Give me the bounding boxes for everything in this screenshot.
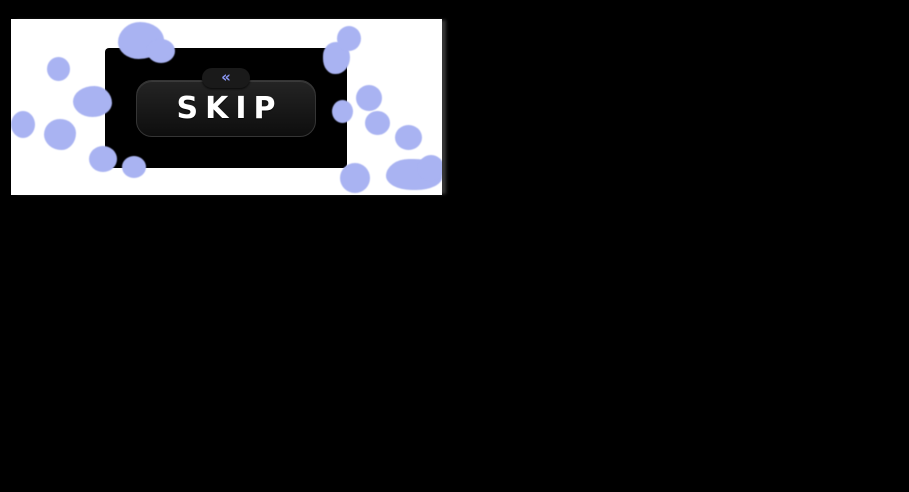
paint-blob [122,156,146,178]
paint-blob [340,163,370,193]
paint-blob [89,146,117,172]
ad-panel: « SKIP [105,48,347,168]
paint-blob [418,155,442,181]
paint-blob [73,86,112,117]
paint-blob [395,125,422,150]
ad-card: « SKIP [11,19,442,195]
skip-button-label: SKIP [176,91,283,126]
paint-blob [47,57,70,81]
collapse-button[interactable]: « [202,68,250,88]
paint-blob [365,111,390,135]
paint-blob [147,39,175,63]
paint-blob [11,111,35,138]
paint-blob [337,26,361,51]
paint-blob [356,85,382,111]
paint-blob [44,119,76,150]
chevron-double-left-icon: « [221,68,231,86]
skip-button[interactable]: SKIP [136,80,316,137]
paint-blob [332,100,353,123]
